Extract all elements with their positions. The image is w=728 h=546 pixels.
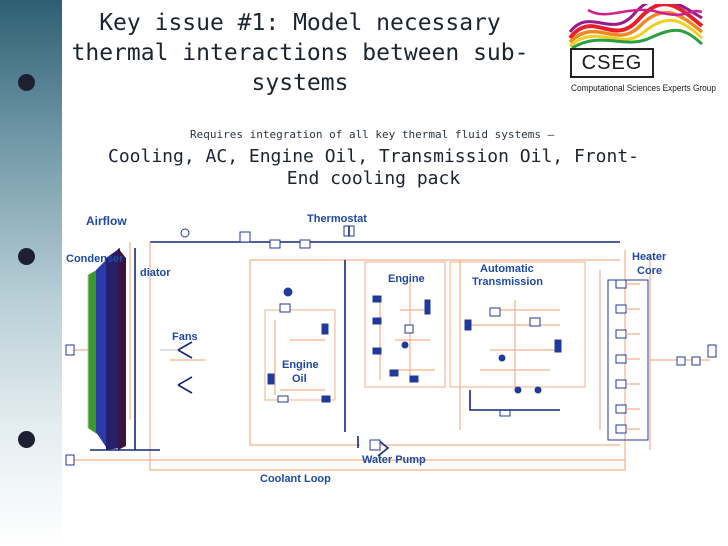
engine-oil-box <box>264 287 336 403</box>
coolant-loop-lines <box>70 241 710 471</box>
slide-subtitle: Requires integration of all key thermal … <box>190 128 555 141</box>
label-engine-oil-line1: Engine <box>282 359 319 371</box>
transmission-box <box>449 261 586 417</box>
label-engine-oil-line2: Oil <box>292 373 307 385</box>
thermostat-valve <box>180 225 355 249</box>
engine-box <box>364 261 446 388</box>
fans <box>170 341 205 394</box>
cseg-logo-text: CSEG <box>570 48 654 78</box>
slide-title: Key issue #1: Model necessary thermal in… <box>71 10 529 96</box>
label-auto-trans-line1: Automatic <box>480 263 534 275</box>
bullet-2 <box>18 248 35 265</box>
label-heater-core-line1: Heater <box>632 251 667 263</box>
cseg-logo-caption: Computational Sciences Experts Group <box>571 83 716 93</box>
label-radiator: diator <box>140 267 171 279</box>
label-heater-core-line2: Core <box>637 265 662 277</box>
cseg-logo-waves <box>568 4 704 50</box>
sidebar-gradient <box>0 0 62 546</box>
slide-body: Cooling, AC, Engine Oil, Transmission Oi… <box>107 146 639 189</box>
bullet-3 <box>18 431 35 448</box>
label-engine: Engine <box>388 273 425 285</box>
label-auto-trans-line2: Transmission <box>472 276 543 288</box>
label-fans: Fans <box>172 331 198 343</box>
condenser-radiator-stack <box>87 248 178 451</box>
heater-core <box>607 279 649 441</box>
water-pump <box>369 439 390 457</box>
bullet-1 <box>18 74 35 91</box>
label-condenser: Condenser <box>66 253 124 265</box>
label-water-pump: Water Pump <box>362 454 426 466</box>
label-coolant-loop: Coolant Loop <box>260 473 331 485</box>
label-thermostat: Thermostat <box>307 213 367 225</box>
thermal-system-diagram: Airflow Thermostat Condenser diator Heat… <box>65 213 717 485</box>
label-airflow: Airflow <box>86 214 127 228</box>
